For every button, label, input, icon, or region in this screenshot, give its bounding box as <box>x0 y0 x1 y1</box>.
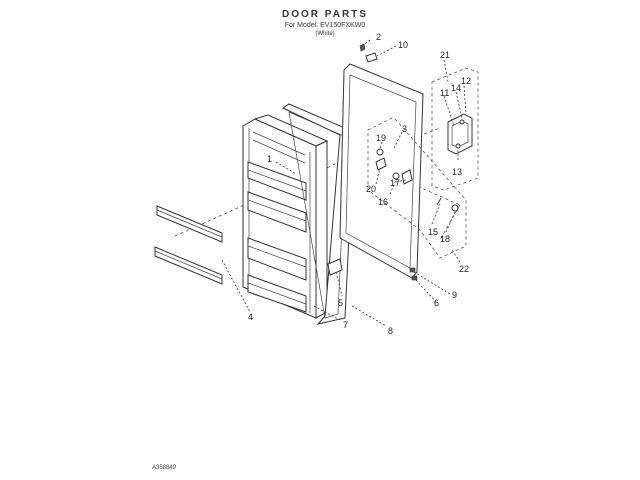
revision-label: (White) <box>315 31 335 37</box>
callout-18: 18 <box>440 234 450 244</box>
leader-line <box>313 305 341 321</box>
callout-1: 1 <box>267 154 272 164</box>
callout-12: 12 <box>461 76 471 86</box>
callout-8: 8 <box>388 326 393 336</box>
callout-21: 21 <box>440 50 450 60</box>
leader-line <box>443 95 455 127</box>
callout-4: 4 <box>248 312 253 322</box>
leader-line <box>395 179 407 183</box>
screw-9 <box>409 267 416 273</box>
leader-line <box>393 131 403 149</box>
leader-line <box>376 45 397 57</box>
leader-line <box>413 271 451 295</box>
trim-strip-upper <box>156 205 223 243</box>
callout-7: 7 <box>343 320 348 330</box>
leader-line <box>335 271 343 297</box>
hinge-parts-15-18 <box>436 197 459 212</box>
callout-3: 3 <box>402 124 407 134</box>
callout-11: 11 <box>440 88 449 98</box>
callout-22: 22 <box>459 264 469 274</box>
callout-10: 10 <box>398 40 408 50</box>
callout-16: 16 <box>378 197 388 207</box>
screw-6 <box>411 275 418 281</box>
model-label: For Model: EV150FXKW0 <box>284 22 366 29</box>
leader-line <box>379 141 383 150</box>
callout-2: 2 <box>376 32 381 42</box>
callout-17: 17 <box>390 178 400 188</box>
leader-line <box>375 167 381 185</box>
hinge-parts-19-20 <box>375 148 387 171</box>
leader-line <box>415 279 437 303</box>
leader-line <box>451 249 461 263</box>
callout-6: 6 <box>434 298 439 308</box>
trim-strip-lower <box>154 246 223 285</box>
leader-line <box>431 203 441 225</box>
leader-line <box>362 39 371 46</box>
plug-10 <box>365 52 378 63</box>
callout-20: 20 <box>366 184 376 194</box>
leader-line <box>443 59 449 83</box>
leader-line <box>463 85 467 115</box>
diagram-title: DOOR PARTS <box>282 9 368 20</box>
screw-2 <box>359 43 366 52</box>
leader-line <box>351 305 387 327</box>
leader-line <box>455 91 463 119</box>
callout-19: 19 <box>376 133 386 143</box>
callout-14: 14 <box>451 83 461 93</box>
callout-5: 5 <box>338 298 343 308</box>
callout-13: 13 <box>452 167 462 177</box>
handle-assembly-box <box>431 67 479 191</box>
hinge-parts-box <box>367 117 467 259</box>
drawing-code: A358849 <box>152 465 177 471</box>
callout-15: 15 <box>428 227 438 237</box>
leader-line <box>221 259 251 313</box>
callout-9: 9 <box>452 290 457 300</box>
handle <box>447 113 473 155</box>
bracket-5 <box>327 258 343 276</box>
door-liner <box>242 114 329 319</box>
leader-line <box>389 179 397 195</box>
